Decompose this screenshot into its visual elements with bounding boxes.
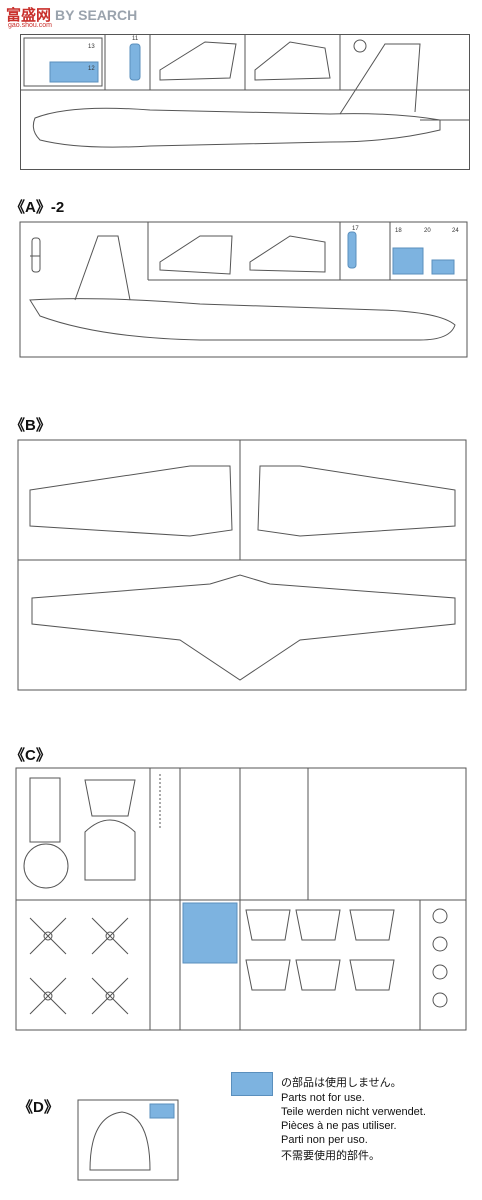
section-label-d: 《D》: [18, 1099, 59, 1116]
legend-line-2: Parts not for use.: [281, 1092, 365, 1104]
legend-line-4: Pièces à ne pas utiliser.: [281, 1120, 397, 1132]
svg-text:13: 13: [88, 44, 95, 50]
svg-text:18: 18: [395, 228, 402, 234]
svg-text:17: 17: [352, 226, 359, 232]
legend-line-3: Teile werden nicht verwendet.: [281, 1106, 426, 1118]
legend-line-1: の部品は使用しません。: [281, 1077, 402, 1089]
watermark-url: gao.shou.com: [8, 22, 52, 29]
legend-line-5: Parti non per uso.: [281, 1134, 368, 1146]
section-label-a2: 《A》-2: [10, 199, 65, 216]
unused-parts-swatch: [231, 1072, 273, 1096]
legend-line-6: 不需要使用的部件。: [281, 1150, 380, 1162]
svg-text:11: 11: [132, 36, 139, 42]
section-label-b: 《B》: [10, 417, 51, 434]
svg-text:24: 24: [452, 228, 459, 234]
section-label-c: 《C》: [10, 747, 51, 764]
svg-text:20: 20: [424, 228, 431, 234]
svg-text:12: 12: [88, 66, 95, 72]
